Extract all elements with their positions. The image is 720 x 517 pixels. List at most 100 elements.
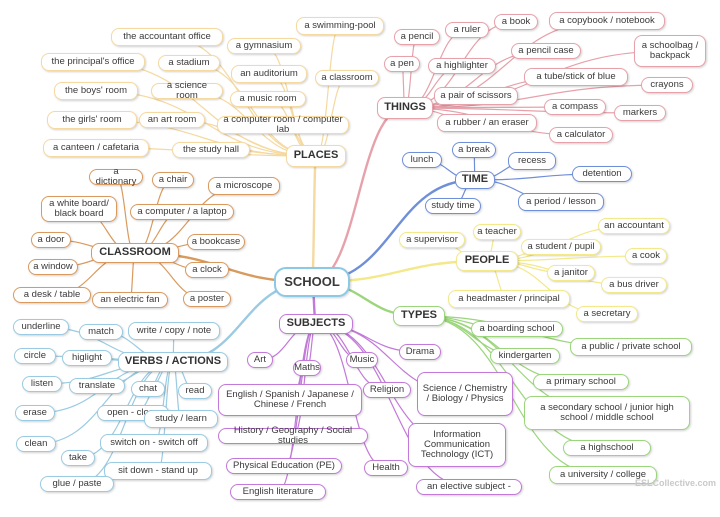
types-node-a-boarding-school: a boarding school [471,321,563,337]
places-node-a-science-room: a science room [151,81,223,100]
subjects-node-drama: Drama [399,344,441,360]
verbs-node-glue-paste: glue / paste [40,476,114,492]
classroom-node-an-electric-fan: an electric fan [92,292,168,308]
school-center-node: SCHOOL [274,267,350,297]
verbs-node-chat: chat [131,381,165,397]
things-node-a-pen: a pen [384,56,420,72]
subjects-node-art: Art [247,352,273,368]
places-node-a-computer-room-computer-lab: a computer room / computer lab [217,115,349,134]
places-node-the-study-hall: the study hall [172,142,250,158]
places-node-a-music-room: a music room [230,91,306,107]
hub-places: PLACES [286,145,346,167]
places-node-an-auditorium: an auditorium [231,65,307,83]
hub-things: THINGS [377,97,433,119]
verbs-node-listen: listen [22,376,62,392]
places-node-a-stadium: a stadium [158,55,220,71]
classroom-node-a-microscope: a microscope [208,177,280,195]
classroom-node-a-door: a door [31,232,71,248]
places-node-the-girls-room: the girls' room [47,111,137,129]
subjects-node-history-geography-social-studies: History / Geography / Social studies [218,426,368,445]
subjects-node-religion: Religion [363,382,411,398]
things-node-a-calculator: a calculator [549,127,613,143]
places-node-a-classroom: a classroom [315,70,379,86]
classroom-node-a-chair: a chair [152,172,194,188]
hub-people: PEOPLE [456,251,518,271]
subjects-node-physical-education-pe: Physical Education (PE) [226,458,342,474]
time-node-study-time: study time [425,198,481,214]
things-node-a-copybook-notebook: a copybook / notebook [549,12,665,30]
places-node-a-gymnasium: a gymnasium [227,38,301,54]
verbs-node-higlight: higlight [62,350,112,366]
subjects-node-an-elective-subject: an elective subject - [416,479,522,495]
places-node-a-canteen-cafetaria: a canteen / cafetaria [43,139,149,157]
verbs-node-study-learn: study / learn [144,410,218,428]
types-node-a-primary-school: a primary school [533,374,629,390]
people-node-a-bus-driver: a bus driver [601,277,667,293]
things-node-a-tube-stick-of-blue: a tube/stick of blue [524,68,628,86]
time-node-detention: detention [572,166,632,182]
verbs-node-write-copy-note: write / copy / note [128,322,220,340]
classroom-node-a-window: a window [28,259,78,275]
verbs-node-match: match [79,324,123,340]
classroom-node-a-computer-a-laptop: a computer / a laptop [130,204,234,220]
things-node-a-pencil-case: a pencil case [511,43,581,59]
places-node-the-accountant-office: the accountant office [111,28,223,46]
verbs-node-clean: clean [16,436,56,452]
places-node-the-principal-s-office: the principal's office [41,53,145,71]
things-node-a-schoolbag-backpack: a schoolbag / backpack [634,35,706,67]
things-node-a-book: a book [494,14,538,30]
verbs-node-take: take [61,450,95,466]
types-node-a-university-college: a university / college [549,466,657,484]
subjects-node-maths: Maths [293,360,321,376]
things-node-a-highlighter: a highlighter [428,58,496,74]
things-node-a-pair-of-scissors: a pair of scissors [434,87,518,105]
subjects-node-music: Music [346,352,378,368]
watermark: ESLCollective.com [634,478,716,488]
hub-classroom: CLASSROOM [91,243,179,263]
classroom-node-a-white-board-black-board: a white board/ black board [41,196,117,222]
hub-time: TIME [455,171,495,189]
things-node-markers: markers [614,105,666,121]
places-node-an-art-room: an art room [139,112,205,128]
people-node-a-secretary: a secretary [576,306,638,322]
types-node-kindergarten: kindergarten [490,348,560,364]
types-node-a-highschool: a highschool [563,440,651,456]
people-node-a-student-pupil: a student / pupil [521,239,601,255]
verbs-node-read: read [178,383,212,399]
hub-verbs: VERBS / ACTIONS [118,352,228,372]
verbs-node-sit-down-stand-up: sit down - stand up [104,462,212,480]
classroom-node-a-dictionary: a dictionary [89,167,143,186]
subjects-node-science-chemistry-biology-physics: Science / Chemistry / Biology / Physics [417,372,513,416]
types-node-a-public-private-school: a public / private school [570,338,692,356]
people-node-an-accountant: an accountant [598,218,670,234]
verbs-node-erase: erase [15,405,55,421]
time-node-recess: recess [508,152,556,170]
verbs-node-translate: translate [69,378,125,394]
things-node-a-rubber-an-eraser: a rubber / an eraser [437,114,537,132]
things-node-a-pencil: a pencil [394,29,440,45]
hub-subjects: SUBJECTS [279,314,353,334]
things-node-a-ruler: a ruler [445,22,489,38]
classroom-node-a-desk-table: a desk / table [13,287,91,303]
hub-types: TYPES [393,306,445,326]
classroom-node-a-clock: a clock [185,262,229,278]
places-node-a-swimming-pool: a swimming-pool [296,17,384,35]
subjects-node-english-spanish-japanese-chinese-french: English / Spanish / Japanese / Chinese /… [218,384,362,416]
places-node-the-boys-room: the boys' room [54,82,138,100]
verbs-node-underline: underline [13,319,69,335]
verbs-node-switch-on-switch-off: switch on - switch off [100,434,208,452]
subjects-node-information-communication-technology-ict: Information Communication Technology (IC… [408,423,506,467]
things-node-a-compass: a compass [544,99,606,115]
things-node-crayons: crayons [641,77,693,93]
things-connector [404,84,668,109]
people-node-a-teacher: a teacher [473,224,521,240]
types-node-a-secondary-school-junior-high-school-mi: a secondary school / junior high school … [524,396,690,430]
verbs-node-circle: circle [14,348,56,364]
time-node-a-break: a break [452,142,496,158]
people-node-a-headmaster-principal: a headmaster / principal [448,290,570,308]
subjects-node-health: Health [364,460,408,476]
subjects-node-english-literature: English literature [230,484,326,500]
classroom-node-a-poster: a poster [183,291,231,307]
classroom-node-a-bookcase: a bookcase [187,234,245,250]
people-node-a-supervisor: a supervisor [399,232,465,248]
